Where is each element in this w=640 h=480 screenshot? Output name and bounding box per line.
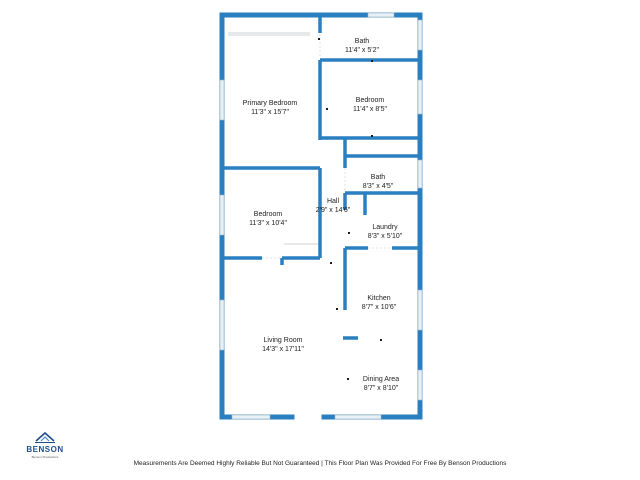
room-label-bedroom-left: Bedroom 11'3" x 10'4": [249, 210, 287, 228]
fixture-marker: [336, 308, 338, 310]
window-bottom-left: [231, 414, 271, 420]
room-dimensions: 11'4" x 5'2": [345, 47, 379, 54]
fixture-marker: [371, 135, 373, 137]
window-left-2: [219, 194, 225, 236]
room-name: Living Room: [263, 337, 303, 344]
window-top: [367, 12, 395, 18]
room-name: Kitchen: [367, 295, 391, 302]
room-name: Primary Bedroom: [242, 100, 298, 107]
footer-disclaimer: Measurements Are Deemed Highly Reliable …: [133, 460, 507, 467]
room-label-primary-bedroom: Primary Bedroom 11'3" x 15'7": [243, 99, 297, 117]
fixtures: [318, 38, 382, 380]
window-left-1: [219, 79, 225, 121]
windows: [219, 12, 423, 420]
window-right-3: [417, 159, 423, 189]
house-icon: [35, 431, 55, 443]
window-right-2: [417, 79, 423, 115]
room-label-bath-top: Bath 11'4" x 5'2": [345, 37, 379, 55]
window-left-3: [219, 299, 225, 351]
room-dimensions: 8'3" x 5'10": [367, 233, 403, 240]
logo-subtitle: Benson Productions: [31, 455, 59, 459]
room-dimensions: 8'3" x 4'5": [362, 183, 394, 190]
logo-brand: BENSON: [26, 445, 64, 454]
window-right-5: [417, 369, 423, 401]
window-right-1: [417, 19, 423, 51]
room-name: Bedroom: [355, 97, 385, 104]
room-dimensions: 11'3" x 15'7": [251, 109, 289, 116]
room-name: Hall: [326, 198, 340, 205]
room-label-kitchen: Kitchen 8'7" x 10'6": [362, 294, 397, 312]
fixture-marker: [318, 38, 320, 40]
closets: [228, 32, 318, 245]
fixture-marker: [380, 339, 382, 341]
room-dimensions: 2'9" x 14'6": [315, 207, 351, 214]
fixture-marker: [330, 262, 332, 264]
room-label-living-room: Living Room 14'3" x 17'11": [262, 336, 304, 354]
room-name: Bath: [354, 38, 370, 45]
interior-walls: [222, 15, 420, 340]
room-dimensions: 11'4" x 8'5": [353, 106, 387, 113]
room-label-bedroom-right: Bedroom 11'4" x 8'5": [353, 96, 387, 114]
room-dimensions: 8'7" x 8'10": [363, 385, 399, 392]
room-name: Laundry: [372, 224, 398, 231]
room-label-hall: Hall 2'9" x 14'6": [316, 197, 351, 215]
room-name: Bath: [370, 174, 386, 181]
fixture-marker: [347, 378, 349, 380]
room-name: Dining Area: [362, 376, 400, 383]
room-label-laundry: Laundry 8'3" x 5'10": [368, 223, 403, 241]
window-right-4: [417, 289, 423, 331]
window-bottom-right: [334, 414, 382, 420]
room-name: Bedroom: [253, 211, 283, 218]
fixture-marker: [348, 232, 350, 234]
room-dimensions: 8'7" x 10'6": [361, 304, 397, 311]
room-label-dining-area: Dining Area 8'7" x 8'10": [363, 375, 399, 393]
room-dimensions: 11'3" x 10'4": [249, 220, 287, 227]
room-dimensions: 14'3" x 17'11": [262, 346, 304, 353]
fixture-marker: [326, 108, 328, 110]
benson-logo: BENSON Benson Productions: [22, 430, 68, 464]
room-label-bath-mid: Bath 8'3" x 4'5": [363, 173, 394, 191]
fixture-marker: [371, 60, 373, 62]
